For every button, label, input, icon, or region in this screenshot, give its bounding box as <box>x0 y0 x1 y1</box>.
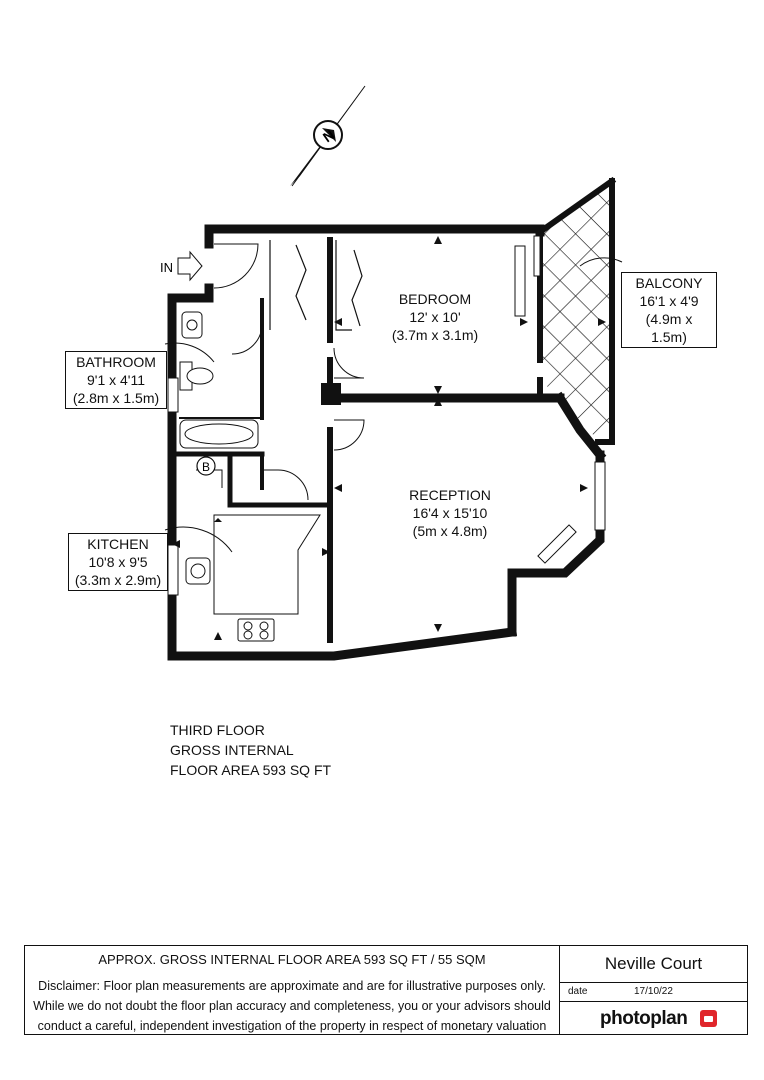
disclaimer-line-2: While we do not doubt the floor plan acc… <box>33 999 551 1013</box>
reception-metric: (5m x 4.8m) <box>412 523 488 539</box>
floor-plan: N <box>160 85 623 661</box>
kitchen-name: KITCHEN <box>87 536 149 552</box>
compass-icon: N <box>290 85 366 187</box>
footer-left: APPROX. GROSS INTERNAL FLOOR AREA 593 SQ… <box>25 946 560 1034</box>
floor-line-2: GROSS INTERNAL <box>170 742 294 758</box>
doors <box>196 243 365 501</box>
bathroom-metric: (2.8m x 1.5m) <box>72 390 160 406</box>
boiler-icon: B <box>196 456 216 476</box>
bedroom-label: BEDROOM 12' x 10' (3.7m x 3.1m) <box>380 290 490 344</box>
balcony-label: BALCONY 16'1 x 4'9 (4.9m x 1.5m) <box>621 272 717 348</box>
wardrobes <box>269 240 363 331</box>
disclaimer-line-1: Disclaimer: Floor plan measurements are … <box>38 979 546 993</box>
brand-logo: photoplan <box>600 1008 688 1029</box>
entrance-arrow-icon: IN <box>160 250 203 282</box>
property-title: Neville Court <box>604 954 703 973</box>
kitchen-metric: (3.3m x 2.9m) <box>74 572 162 588</box>
reception-label: RECEPTION 16'4 x 15'10 (5m x 4.8m) <box>390 486 510 540</box>
bedroom-name: BEDROOM <box>398 291 472 307</box>
date-row: date 17/10/22 <box>560 982 747 1002</box>
bathroom-name: BATHROOM <box>76 354 156 370</box>
bathroom-fixtures <box>179 311 259 449</box>
dimension-arrows <box>172 236 606 640</box>
footer-disclaimer: Disclaimer: Floor plan measurements are … <box>25 976 559 1036</box>
kitchen-label: KITCHEN 10'8 x 9'5 (3.3m x 2.9m) <box>68 533 168 591</box>
kitchen-fixtures <box>185 514 321 642</box>
footer-right: Neville Court date 17/10/22 photoplan <box>560 946 747 1034</box>
footer-headline: APPROX. GROSS INTERNAL FLOOR AREA 593 SQ… <box>98 952 486 967</box>
balcony-metric: (4.9m x 1.5m) <box>645 311 693 345</box>
windows <box>167 235 606 596</box>
disclaimer-line-3: conduct a careful, independent investiga… <box>37 1019 547 1033</box>
leader-lines <box>164 257 623 553</box>
floor-line-3: FLOOR AREA 593 SQ FT <box>170 762 332 778</box>
entrance-label: IN <box>160 260 173 275</box>
date-label: date <box>568 986 588 997</box>
bedroom-metric: (3.7m x 3.1m) <box>391 327 479 343</box>
footer-panel: APPROX. GROSS INTERNAL FLOOR AREA 593 SQ… <box>24 945 748 1035</box>
balcony-name: BALCONY <box>635 275 703 291</box>
bedroom-imperial: 12' x 10' <box>409 309 461 325</box>
reception-imperial: 16'4 x 15'10 <box>412 505 488 521</box>
balcony-area <box>540 183 610 440</box>
bathroom-imperial: 9'1 x 4'11 <box>86 372 146 388</box>
balcony-imperial: 16'1 x 4'9 <box>639 293 699 309</box>
kitchen-imperial: 10'8 x 9'5 <box>88 554 148 570</box>
reception-name: RECEPTION <box>409 487 491 503</box>
date-value: 17/10/22 <box>634 986 673 997</box>
brand-logo-icon <box>700 1010 717 1027</box>
boiler-letter: B <box>202 460 210 474</box>
bathroom-label: BATHROOM 9'1 x 4'11 (2.8m x 1.5m) <box>65 351 167 409</box>
floor-info: THIRD FLOOR GROSS INTERNAL FLOOR AREA 59… <box>170 720 331 780</box>
floor-line-1: THIRD FLOOR <box>170 722 265 738</box>
